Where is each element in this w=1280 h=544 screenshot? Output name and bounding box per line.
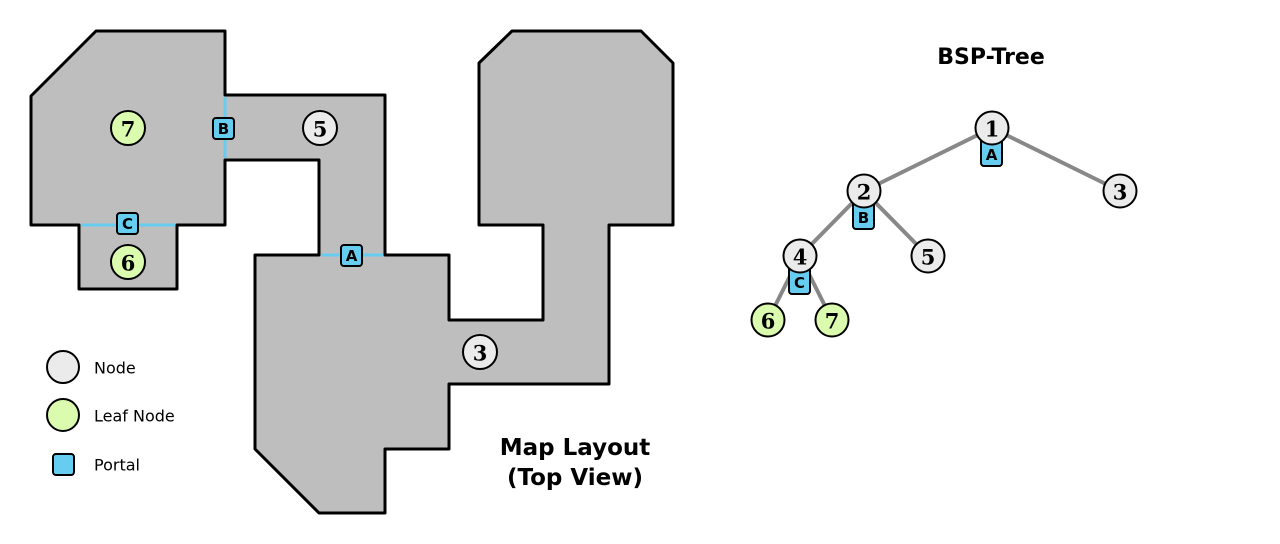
node-label: 5 [313, 117, 328, 142]
map-node-6: 6 [110, 244, 146, 280]
legend-leaf-icon [46, 398, 80, 432]
legend-portal-icon [52, 453, 75, 476]
node-label: 1 [985, 117, 1000, 142]
tree-node-5: 5 [910, 238, 946, 274]
node-label: 3 [473, 341, 488, 366]
tree-node-6: 6 [750, 302, 786, 338]
legend: Node Leaf Node Portal [46, 350, 175, 476]
map-title-line2: (Top View) [507, 465, 643, 491]
map-portal-b: B [212, 117, 235, 140]
node-label: 3 [1113, 180, 1128, 205]
node-label: 7 [121, 117, 136, 142]
map-node-7: 7 [110, 110, 146, 146]
node-circle [1102, 173, 1138, 209]
portal-label: C [794, 274, 805, 292]
legend-leaf-label: Leaf Node [94, 407, 175, 426]
node-circle [782, 238, 818, 274]
node-label: 6 [121, 251, 136, 276]
node-label: 5 [921, 245, 936, 270]
tree-node-2: B2 [846, 173, 882, 230]
map-node-5: 5 [302, 110, 338, 146]
portal-label: A [346, 247, 358, 265]
map-node-3: 3 [462, 334, 498, 370]
node-label: 2 [857, 180, 872, 205]
node-label: 6 [761, 309, 776, 334]
tree-node-4: C4 [782, 238, 818, 295]
portal-label: B [858, 209, 869, 227]
tree-edge-1-2 [863, 126, 993, 193]
tree-node-7: 7 [814, 302, 850, 338]
node-label: 7 [825, 309, 840, 334]
tree-node-3: 3 [1102, 173, 1138, 209]
tree-title: BSP-Tree [937, 45, 1045, 70]
portal-label: A [986, 146, 998, 164]
map-title-line1: Map Layout [500, 435, 651, 461]
tree-node-1: A1 [974, 110, 1010, 167]
legend-portal-label: Portal [94, 456, 140, 475]
portal-label: B [218, 120, 229, 138]
map-layout: 7 5 6 3 B C A Map Layout (Top View) [29, 29, 675, 515]
map-portal-a: A [340, 244, 363, 267]
legend-node-label: Node [94, 359, 136, 378]
legend-node-icon [46, 350, 80, 384]
node-circle [814, 302, 850, 338]
node-circle [750, 302, 786, 338]
map-floor [29, 29, 675, 515]
tree-edge-1-3 [991, 126, 1121, 193]
node-circle [910, 238, 946, 274]
node-circle [974, 110, 1010, 146]
node-circle [846, 173, 882, 209]
node-label: 4 [793, 245, 808, 270]
portal-label: C [122, 215, 133, 233]
map-portal-c: C [116, 212, 139, 235]
